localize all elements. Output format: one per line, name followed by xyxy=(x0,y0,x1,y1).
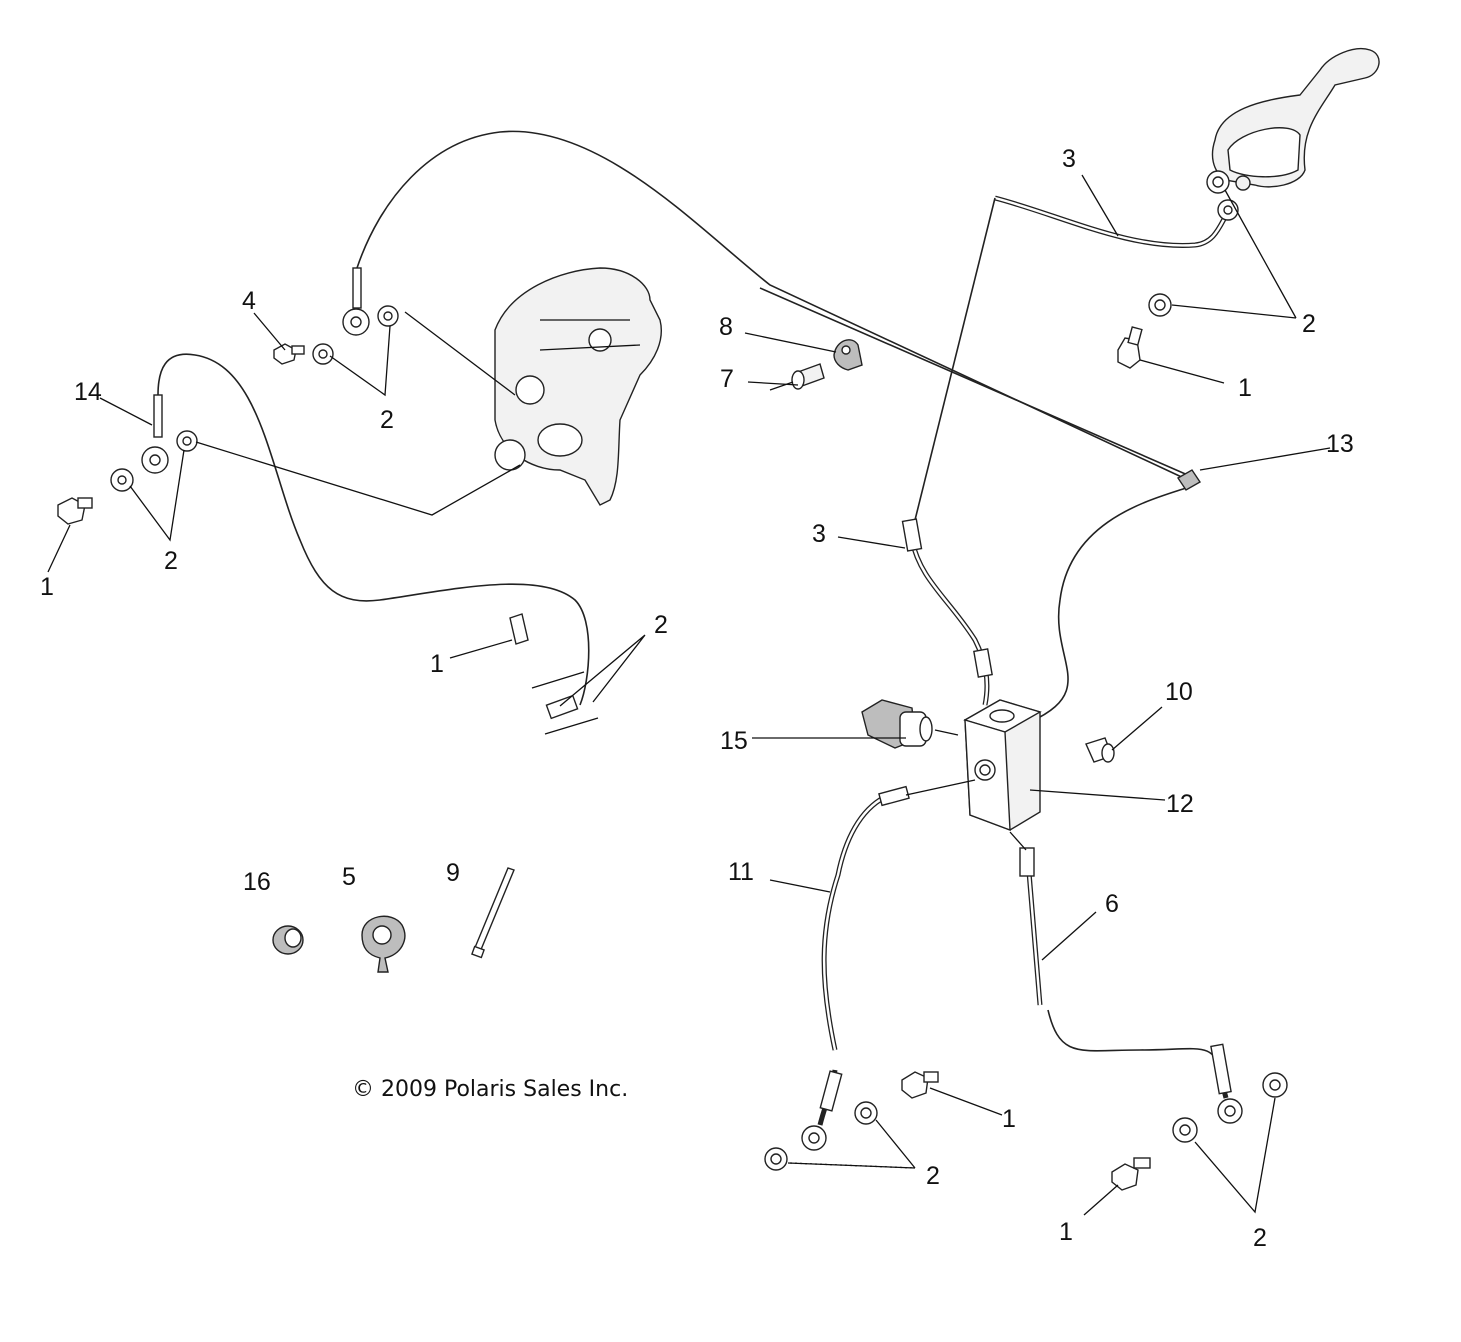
callout-1-middle: 1 xyxy=(430,650,444,678)
callout-2-lower-right: 2 xyxy=(1253,1224,1267,1252)
hose-fitting-6-upper xyxy=(1019,847,1035,877)
bolt-10 xyxy=(1085,737,1115,763)
callout-9: 9 xyxy=(446,859,460,887)
callout-3-lower: 3 xyxy=(812,520,826,548)
callout-5: 5 xyxy=(342,863,356,891)
brake-line-3-upper xyxy=(994,195,1231,248)
bleeder-screw xyxy=(273,343,305,365)
hose-fitting-6-lower xyxy=(1210,1043,1232,1095)
distribution-block-12 xyxy=(963,699,1042,832)
callout-1-left: 1 xyxy=(40,573,54,601)
banjo-fitting-3 xyxy=(1217,199,1239,221)
callout-labels: 3 2 1 13 8 7 4 2 14 2 1 1 2 3 15 10 12 1… xyxy=(40,145,1354,1252)
hose-fitting-11-lower xyxy=(819,1070,843,1112)
hose-13-to-block xyxy=(1029,487,1187,723)
callout-1-upper-right: 1 xyxy=(1238,374,1252,402)
brake-line-long-upper xyxy=(356,130,1189,481)
washers xyxy=(110,170,1288,1171)
master-cylinder-lever xyxy=(1211,48,1380,191)
grommet-16 xyxy=(272,925,304,955)
banjo-fitting-6 xyxy=(1217,1098,1243,1124)
cable-tie-9 xyxy=(471,867,515,959)
hose-clip-8 xyxy=(833,339,863,371)
callout-2-middle: 2 xyxy=(654,611,668,639)
brake-line-3-drop xyxy=(909,539,990,706)
brake-hose-6-inner xyxy=(1026,859,1042,1006)
callout-11: 11 xyxy=(728,858,754,886)
callout-2-upper-right: 2 xyxy=(1302,310,1316,338)
brake-hose-6-lower xyxy=(1047,1009,1221,1076)
banjo-fitting-rear-upper xyxy=(342,267,370,336)
callout-2-caliper: 2 xyxy=(380,406,394,434)
copyright-notice: © 2009 Polaris Sales Inc. xyxy=(352,1077,628,1102)
callout-14: 14 xyxy=(74,378,102,406)
brake-line-3-drop-inner xyxy=(910,539,989,706)
callout-1-lower-right: 1 xyxy=(1059,1218,1073,1246)
banjo-fitting-11 xyxy=(801,1125,827,1151)
hose-end-lower-left xyxy=(545,694,579,720)
callout-1-lower-middle: 1 xyxy=(1002,1105,1016,1133)
leader-lines xyxy=(47,174,1331,1216)
hose-sleeve-3 xyxy=(901,518,923,552)
clip-lines xyxy=(531,671,599,735)
callout-2-left: 2 xyxy=(164,547,178,575)
callout-13: 13 xyxy=(1326,430,1354,458)
callout-3-upper: 3 xyxy=(1062,145,1076,173)
callout-4: 4 xyxy=(242,287,256,315)
callout-16: 16 xyxy=(243,868,271,896)
hose-clamp-5 xyxy=(361,915,406,973)
brake-line-3-lower xyxy=(914,197,996,521)
callout-10: 10 xyxy=(1165,678,1193,706)
banjo-fitting-14 xyxy=(141,394,169,474)
callout-2-lower-middle: 2 xyxy=(926,1162,940,1190)
callout-15: 15 xyxy=(720,727,748,755)
fitting-13 xyxy=(1177,469,1201,491)
callout-12: 12 xyxy=(1166,790,1194,818)
callout-6: 6 xyxy=(1105,890,1119,918)
rear-brake-caliper xyxy=(494,267,662,506)
brake-switch-15 xyxy=(861,699,933,749)
brake-line-long-upper-parallel xyxy=(759,287,1191,477)
brake-hose-14 xyxy=(157,353,590,706)
brake-hose-11 xyxy=(821,794,887,1051)
brake-hose-11-inner xyxy=(822,795,886,1051)
callout-8: 8 xyxy=(719,313,733,341)
callout-7: 7 xyxy=(720,365,734,393)
hose-fitting-11-upper xyxy=(878,785,910,807)
banjo-bolts xyxy=(57,326,1151,1191)
rivet-7 xyxy=(769,363,825,391)
brake-line-3-upper-inner xyxy=(994,196,1230,247)
hose-fitting-3-lower xyxy=(973,648,993,678)
